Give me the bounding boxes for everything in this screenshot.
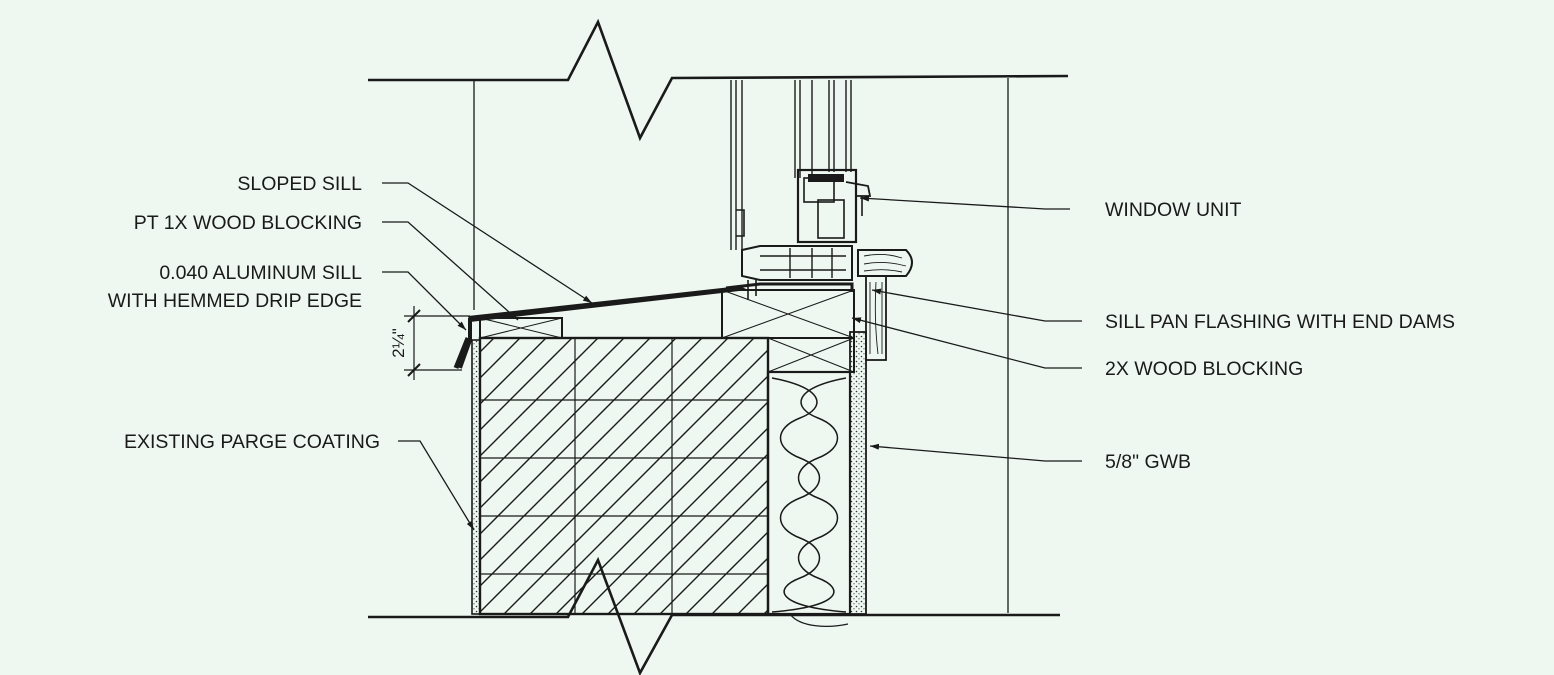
label-sloped-sill: SLOPED SILL	[237, 173, 362, 195]
window-unit	[730, 80, 872, 300]
pt-wood-blocking	[479, 317, 563, 339]
insulation-batt	[766, 370, 852, 627]
gypsum-board	[849, 331, 867, 615]
label-sill-pan-flashing: SILL PAN FLASHING WITH END DAMS	[1105, 311, 1455, 333]
sill-height-dimension: 2¼"	[389, 306, 470, 380]
masonry-wall	[478, 336, 770, 616]
label-2x-wood-blocking: 2X WOOD BLOCKING	[1105, 358, 1303, 380]
label-aluminum-sill-line1: 0.040 ALUMINUM SILL	[159, 262, 362, 284]
parge-coating	[471, 339, 481, 615]
label-aluminum-sill-line2: WITH HEMMED DRIP EDGE	[108, 290, 362, 312]
label-parge-coating: EXISTING PARGE COATING	[124, 431, 380, 453]
label-pt-wood-blocking: PT 1X WOOD BLOCKING	[134, 212, 362, 234]
label-gwb: 5/8" GWB	[1105, 451, 1191, 473]
label-window-unit: WINDOW UNIT	[1105, 199, 1242, 221]
interior-stool	[857, 249, 913, 361]
leader-lines	[382, 182, 1082, 531]
sill-pan-flashing	[725, 282, 854, 292]
wood-blocking-2x	[721, 289, 855, 373]
dimension-text: 2¼"	[389, 328, 408, 358]
sloped-sill	[453, 286, 748, 369]
top-break-line	[368, 18, 1069, 142]
